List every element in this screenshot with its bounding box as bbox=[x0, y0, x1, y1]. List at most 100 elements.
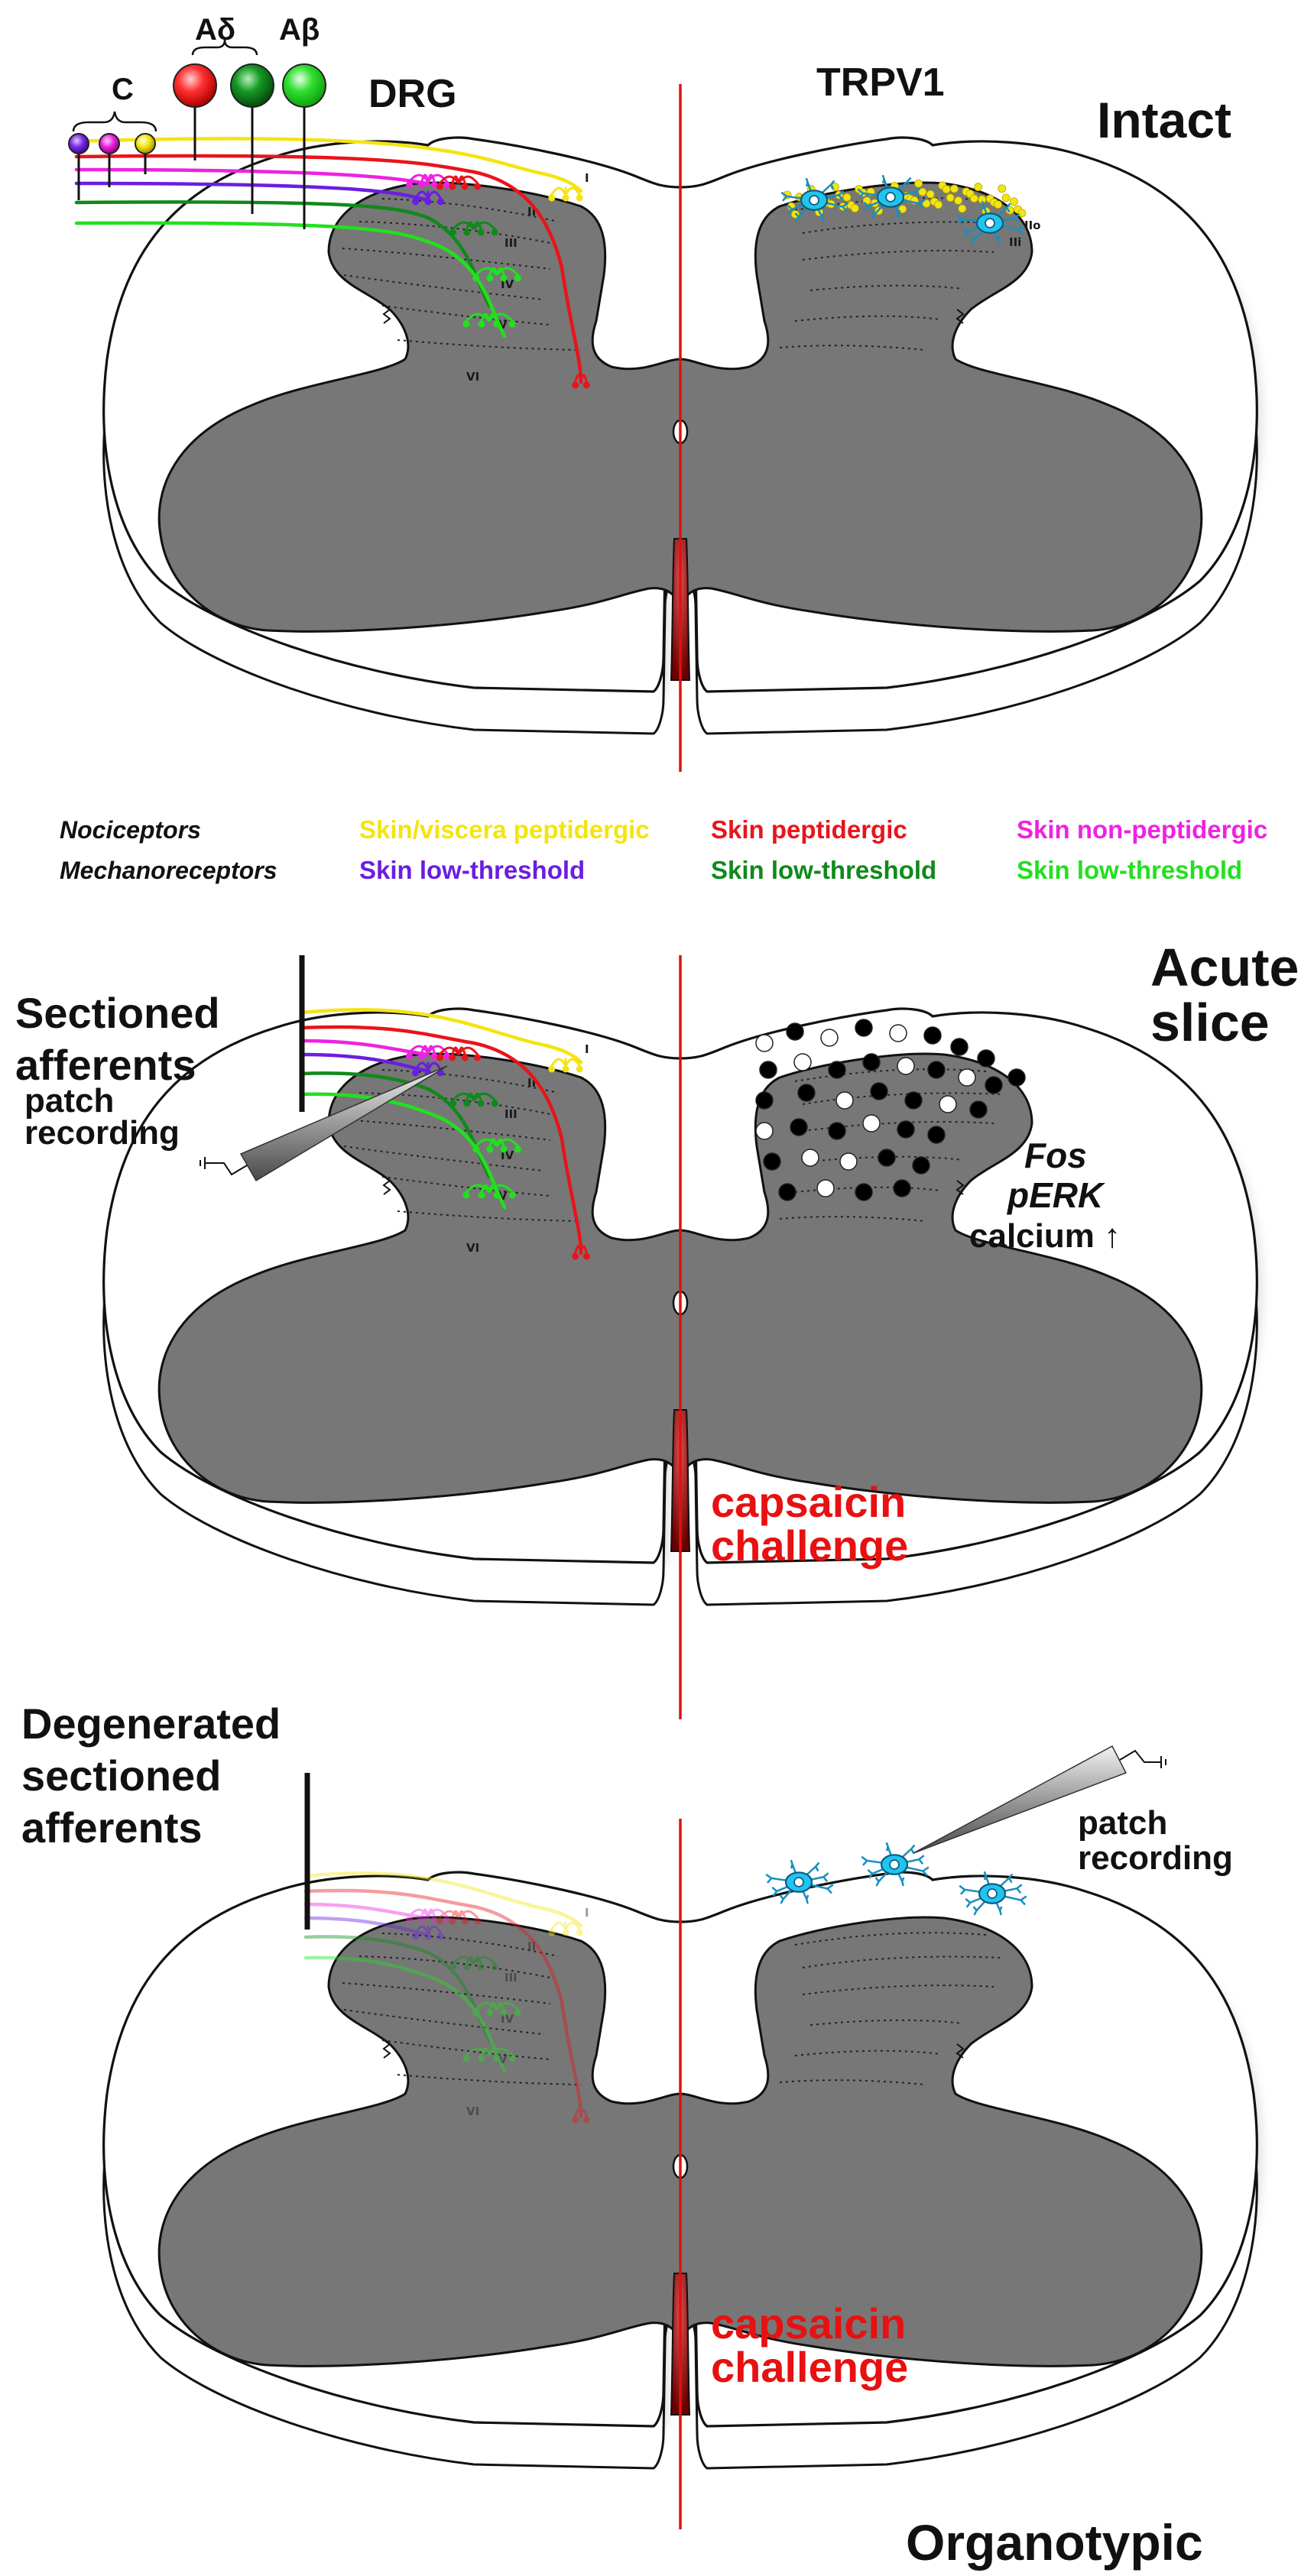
terminal-branch bbox=[451, 1955, 475, 1968]
terminal-bouton bbox=[418, 181, 426, 189]
terminal-bouton bbox=[500, 2009, 508, 2017]
lamina-sub-label: IIi bbox=[1009, 235, 1021, 249]
capsaicin-challenge-label: challenge bbox=[711, 1521, 908, 1570]
terminal-bouton bbox=[405, 1916, 413, 1923]
terminal-bouton bbox=[562, 194, 569, 202]
terminal-branch bbox=[437, 1910, 460, 1923]
left-annotation-degenerated: Degenerated bbox=[21, 1700, 281, 1748]
capsaicin-challenge-label: capsaicin bbox=[711, 2299, 906, 2348]
activity-marker-white bbox=[839, 1152, 858, 1171]
terminal-bouton bbox=[436, 1917, 443, 1925]
legend-item: Skin non-peptidergic bbox=[1017, 815, 1267, 844]
cord-notch bbox=[955, 2043, 965, 2059]
terminal-bouton bbox=[418, 1916, 426, 1923]
neuron-nucleus bbox=[793, 1877, 804, 1887]
terminal-bouton bbox=[463, 228, 471, 236]
terminal-bouton bbox=[477, 1963, 485, 1971]
terminal-bouton bbox=[500, 1145, 508, 1153]
activity-marker-black bbox=[862, 1053, 881, 1071]
activity-marker-white bbox=[793, 1053, 812, 1071]
fiber-skin-low-threshold-abeta bbox=[303, 1955, 507, 2073]
fiber-group-adelta: Aδ bbox=[195, 13, 235, 47]
terminal-bouton bbox=[443, 181, 451, 189]
activity-marker-black bbox=[969, 1100, 988, 1119]
terminal-branch bbox=[480, 2047, 491, 2059]
fiber-skin-non-peptidergic bbox=[303, 1902, 430, 1920]
activity-marker-white bbox=[958, 1068, 976, 1087]
activity-marker-black bbox=[897, 1120, 915, 1139]
lamina-label: I bbox=[585, 1042, 589, 1056]
annotation-calcium: calcium ↑ bbox=[969, 1217, 1121, 1255]
lamina-label: II bbox=[527, 205, 536, 219]
right-annotation-patch: patch bbox=[1078, 1804, 1167, 1842]
terminal-bouton bbox=[472, 1145, 480, 1153]
activity-marker-black bbox=[763, 1152, 781, 1171]
terminal-bouton bbox=[548, 1929, 556, 1936]
terminal-branch bbox=[450, 1910, 460, 1922]
terminal-bouton bbox=[461, 1917, 469, 1925]
terminal-bouton bbox=[508, 320, 516, 328]
fiber-skin-low-threshold-adelta bbox=[303, 1935, 492, 2043]
terminal-bouton bbox=[486, 274, 494, 282]
trpv1-neuron-icon bbox=[959, 1871, 1027, 1916]
terminal-branch bbox=[488, 2047, 514, 2060]
annotation-perk: pERK bbox=[1006, 1175, 1105, 1215]
activity-marker-white bbox=[820, 1029, 839, 1047]
terminal-bouton bbox=[412, 1069, 420, 1077]
activity-marker-black bbox=[893, 1179, 911, 1197]
terminal-bouton bbox=[449, 1917, 456, 1925]
terminal-bouton bbox=[572, 2116, 579, 2124]
lamina-boundary-left bbox=[381, 198, 559, 222]
terminal-bouton bbox=[576, 1065, 583, 1073]
terminal-bouton bbox=[436, 183, 443, 190]
terminal-bouton bbox=[449, 1054, 456, 1061]
terminal-bouton bbox=[486, 1145, 494, 1153]
lamina-label: V bbox=[498, 2053, 508, 2066]
drg-cell-bodies bbox=[68, 39, 326, 229]
terminal-bouton bbox=[548, 194, 556, 202]
activity-marker-field bbox=[755, 1019, 1026, 1201]
trpv1-neuron-icon bbox=[956, 200, 1025, 245]
fiber-skin-low-threshold-c bbox=[74, 181, 430, 203]
trpv1-terminal-dot bbox=[1010, 197, 1018, 206]
terminal-bouton bbox=[514, 2009, 521, 2017]
lamina-boundary-left bbox=[359, 1092, 551, 1115]
pipette-glass bbox=[239, 1065, 448, 1182]
trpv1-terminal-dot bbox=[942, 185, 951, 194]
lamina-boundary-right bbox=[794, 315, 941, 322]
terminal-bouton bbox=[491, 228, 498, 236]
lamina-boundary-right bbox=[802, 1092, 1002, 1105]
fiber-skin-peptidergic bbox=[300, 1025, 583, 1256]
neuron-nucleus bbox=[889, 1859, 900, 1870]
terminal-branch bbox=[466, 1955, 475, 1968]
neuron-nucleus bbox=[809, 195, 819, 206]
terminal-bouton bbox=[449, 1963, 457, 1971]
fiber-skin-viscera-peptidergic bbox=[74, 137, 583, 193]
left-sub-annotation: recording bbox=[24, 1114, 180, 1152]
fiber-skin-low-threshold-abeta bbox=[74, 221, 507, 339]
trpv1-terminal-dot bbox=[918, 187, 927, 196]
drg-soma bbox=[282, 63, 326, 108]
fiber-group-c: C bbox=[112, 73, 134, 106]
terminal-branch bbox=[457, 1910, 467, 1922]
terminal-bouton bbox=[449, 183, 456, 190]
lamina-boundary-left bbox=[397, 2074, 582, 2085]
terminal-branch bbox=[407, 1908, 430, 1921]
terminal-bouton bbox=[436, 1054, 443, 1061]
activity-marker-black bbox=[828, 1122, 846, 1140]
activity-marker-black bbox=[755, 1091, 774, 1110]
legend-heading: Mechanoreceptors bbox=[60, 857, 277, 884]
activity-marker-black bbox=[878, 1149, 896, 1167]
brace-c bbox=[72, 111, 157, 132]
terminal-bouton bbox=[493, 1191, 501, 1199]
cord-notch bbox=[955, 1180, 965, 1195]
activity-marker-black bbox=[927, 1061, 946, 1079]
terminal-branch bbox=[427, 1925, 443, 1938]
neuron-nucleus bbox=[885, 192, 896, 203]
terminal-branch bbox=[474, 2001, 498, 2014]
terminal-bouton bbox=[477, 1100, 485, 1107]
lamina-label: I bbox=[585, 171, 589, 185]
terminal-branch bbox=[420, 1908, 430, 1920]
